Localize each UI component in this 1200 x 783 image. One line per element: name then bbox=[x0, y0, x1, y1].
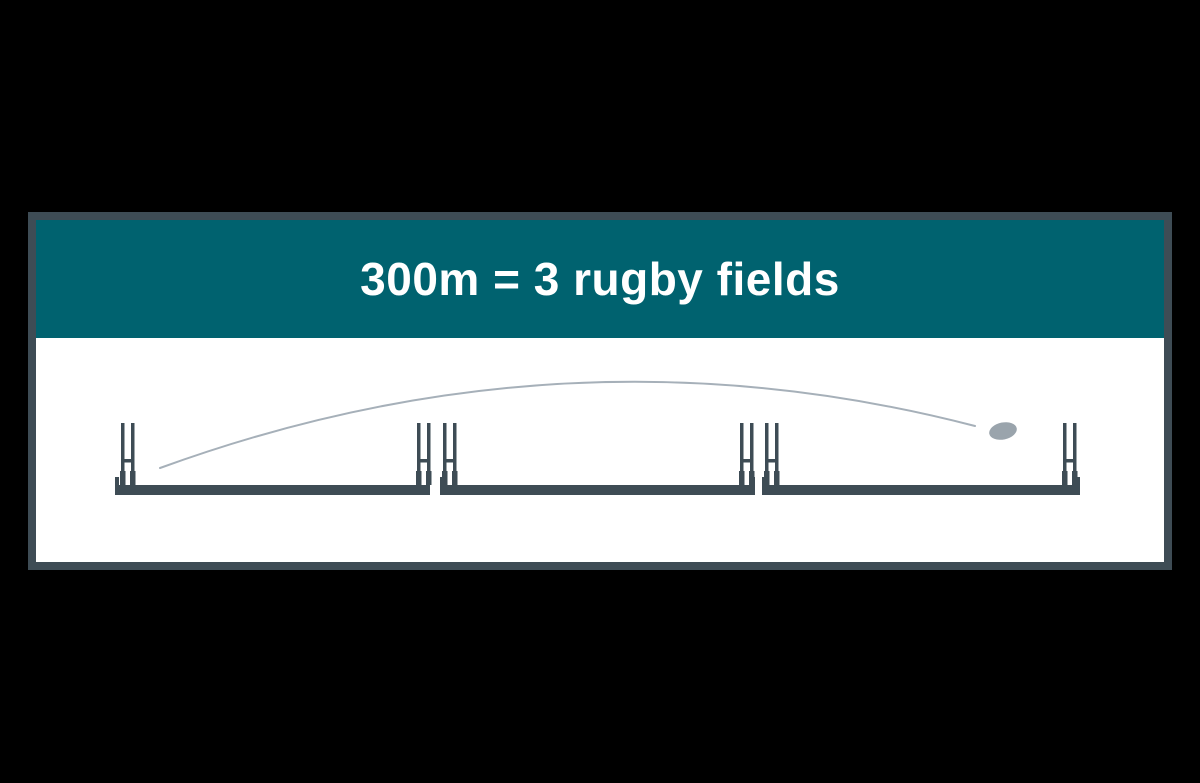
header-band: 300m = 3 rugby fields bbox=[36, 220, 1164, 338]
rugby-field bbox=[440, 423, 755, 495]
goal-post bbox=[120, 423, 136, 485]
goal-post bbox=[416, 423, 432, 485]
goal-post bbox=[1062, 423, 1078, 485]
field-ground-bar bbox=[762, 485, 1080, 495]
field-ground-bar bbox=[115, 485, 430, 495]
rugby-ball-icon bbox=[989, 422, 1017, 440]
field-end-line bbox=[1076, 477, 1080, 485]
diagram-area bbox=[36, 338, 1164, 562]
field-ground-bar bbox=[440, 485, 755, 495]
kick-trajectory-arc bbox=[159, 380, 976, 469]
rugby-fields-diagram bbox=[115, 380, 1080, 495]
goal-post bbox=[764, 423, 780, 485]
rugby-field bbox=[762, 423, 1080, 495]
page-title: 300m = 3 rugby fields bbox=[360, 253, 840, 305]
infographic-panel: 300m = 3 rugby fields bbox=[28, 212, 1172, 570]
field-end-line bbox=[115, 477, 119, 485]
goal-post bbox=[739, 423, 755, 485]
rugby-field bbox=[115, 423, 432, 495]
goal-post bbox=[442, 423, 458, 485]
